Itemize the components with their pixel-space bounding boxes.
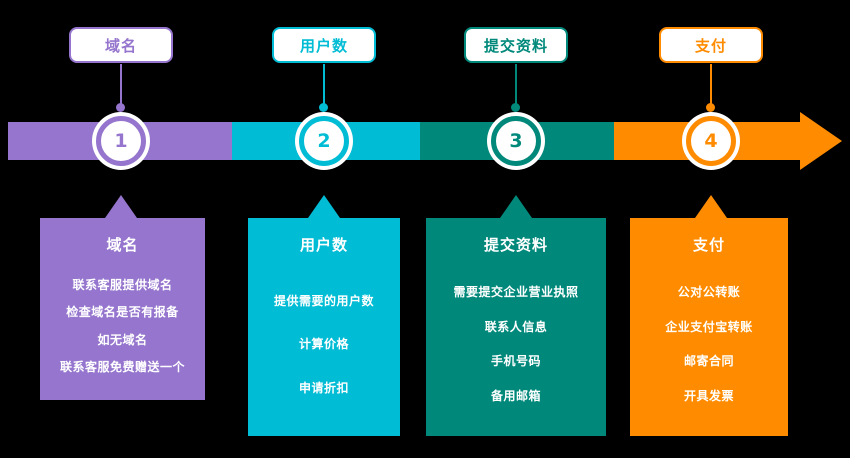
card-pointer: [695, 195, 727, 218]
card-title: 支付: [692, 236, 725, 254]
card-item: 申请折扣: [298, 380, 349, 395]
step-detail-card-domain: 域名 联系客服提供域名 检查域名是否有报备 如无域名 联系客服免费赠送一个: [40, 218, 205, 400]
card-item: 联系客服提供域名: [72, 277, 173, 292]
card-items: 公对公转账 企业支付宝转账 邮寄合同 开具发票: [638, 265, 780, 422]
card-item: 企业支付宝转账: [665, 319, 753, 334]
card-pointer: [308, 195, 340, 218]
connector-line: [515, 64, 517, 106]
step-label: 支付: [694, 36, 727, 55]
step-detail-card-materials: 提交资料 需要提交企业营业执照 联系人信息 手机号码 备用邮箱: [426, 218, 606, 436]
card-item: 提供需要的用户数: [273, 293, 374, 308]
card-items: 提供需要的用户数 计算价格 申请折扣: [256, 265, 392, 422]
step-number: 3: [509, 130, 523, 152]
card-item: 检查域名是否有报备: [66, 305, 179, 320]
card-item: 邮寄合同: [683, 354, 734, 369]
card-item: 开具发票: [683, 389, 734, 404]
step-label: 用户数: [299, 36, 348, 55]
connector-dot: [319, 103, 328, 112]
card-items: 需要提交企业营业执照 联系人信息 手机号码 备用邮箱: [434, 265, 598, 422]
step-number-circle-4: 4: [686, 116, 736, 166]
connector-dot: [511, 103, 520, 112]
card-item: 需要提交企业营业执照: [453, 284, 579, 299]
step-number-circle-1: 1: [96, 116, 146, 166]
connector-line: [120, 64, 122, 106]
card-item: 联系人信息: [484, 319, 548, 334]
card-item: 公对公转账: [677, 284, 741, 299]
connector-line: [710, 64, 712, 106]
step-number-circle-2: 2: [299, 116, 349, 166]
card-pointer: [500, 195, 532, 218]
card-title: 提交资料: [483, 236, 548, 254]
card-title: 域名: [106, 236, 139, 254]
card-items: 联系客服提供域名 检查域名是否有报备 如无域名 联系客服免费赠送一个: [48, 265, 197, 386]
connector-dot: [116, 103, 125, 112]
step-number: 1: [114, 130, 128, 152]
step-number: 2: [317, 130, 331, 152]
step-number: 4: [704, 130, 718, 152]
step-detail-card-payment: 支付 公对公转账 企业支付宝转账 邮寄合同 开具发票: [630, 218, 788, 436]
step-number-circle-3: 3: [491, 116, 541, 166]
step-label-pill-users: 用户数: [272, 27, 376, 63]
card-title: 用户数: [299, 236, 348, 254]
card-item: 备用邮箱: [490, 389, 541, 404]
step-label: 域名: [104, 36, 137, 55]
card-item: 如无域名: [97, 332, 148, 347]
connector-line: [323, 64, 325, 106]
card-item: 联系客服免费赠送一个: [59, 360, 185, 375]
step-label-pill-payment: 支付: [659, 27, 763, 63]
step-label-pill-domain: 域名: [69, 27, 173, 63]
card-item: 计算价格: [298, 337, 349, 351]
card-item: 手机号码: [490, 354, 541, 369]
arrow-head: [800, 112, 842, 170]
step-label: 提交资料: [483, 36, 548, 55]
card-pointer: [105, 195, 137, 218]
step-detail-card-users: 用户数 提供需要的用户数 计算价格 申请折扣: [248, 218, 400, 436]
connector-dot: [706, 103, 715, 112]
step-label-pill-materials: 提交资料: [464, 27, 568, 63]
